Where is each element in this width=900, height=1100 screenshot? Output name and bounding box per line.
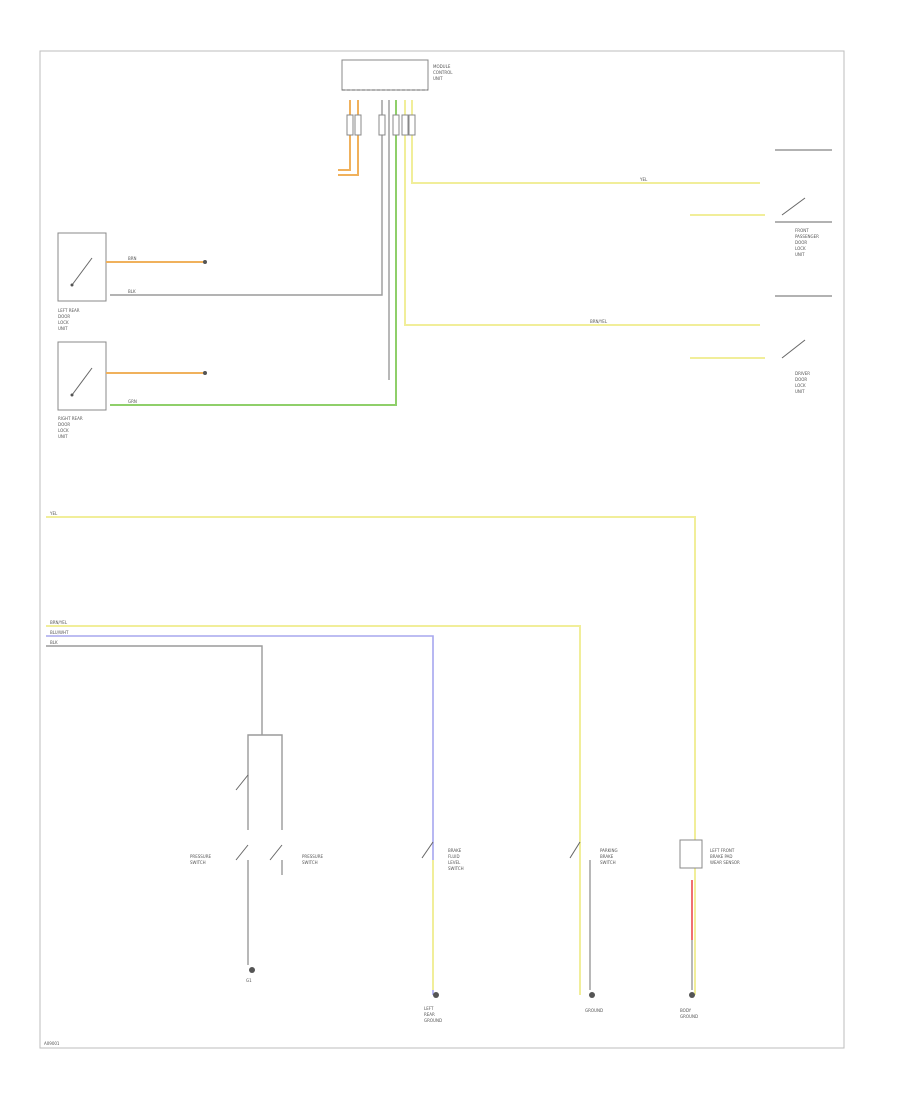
bus-blue (46, 635, 434, 995)
wire-green-1 (110, 100, 397, 406)
control-module: MODULE CONTROL UNIT (341, 59, 453, 91)
bottom-comp-0-0: PRESSURE (190, 854, 212, 859)
wire-code-4: BRN/YEL (590, 319, 608, 324)
wire-yellow-2 (404, 100, 760, 326)
bottom-comp-3-1: BRAKE (600, 854, 614, 859)
bottom-comp-4-0: LEFT FRONT (710, 848, 735, 853)
brake-pad-wear-sensor: LEFT FRONT BRAKE PAD WEAR SENSOR BODY GR… (679, 839, 740, 1019)
ground-name-3: GROUND (585, 1008, 603, 1013)
bus-label-3: BRN/YEL (50, 620, 68, 625)
ground-name-2: GROUND (424, 1018, 442, 1023)
module-label-0: MODULE (433, 64, 451, 69)
right-top-label-4: UNIT (795, 252, 805, 257)
bottom-comp-4-2: WEAR SENSOR (710, 860, 740, 865)
right-bottom-label-1: DOOR (795, 377, 807, 382)
right-rear-door-lock-unit: RIGHT REAR DOOR LOCK UNIT (57, 341, 107, 439)
brake-fluid-level-switch: BRAKE FLUID LEVEL SWITCH LEFT REAR GROUN… (421, 841, 464, 1023)
left-bottom-label-0: RIGHT REAR (58, 416, 83, 421)
bottom-comp-1-1: SWITCH (302, 860, 318, 865)
wire-yellow-1 (411, 100, 760, 184)
right-top-label-0: FRONT (795, 228, 809, 233)
left-top-label-0: LEFT REAR (58, 308, 80, 313)
bottom-comp-2-3: SWITCH (448, 866, 464, 871)
right-top-label-1: PASSENGER (795, 234, 819, 239)
left-bottom-label-3: UNIT (58, 434, 68, 439)
wire-orange-2 (338, 100, 359, 176)
wire-code-0: BRN (128, 256, 137, 261)
left-top-label-2: LOCK (58, 320, 69, 325)
ground-name-1: REAR (424, 1012, 435, 1017)
left-bottom-label-2: LOCK (58, 428, 69, 433)
bottom-comp-0-1: SWITCH (190, 860, 206, 865)
left-top-label-3: UNIT (58, 326, 68, 331)
bus-black (46, 645, 263, 720)
wire-code-1: BLK (128, 289, 136, 294)
left-bottom-label-1: DOOR (58, 422, 70, 427)
bus-label-1: BLU/WHT (50, 630, 69, 635)
ground-name-0: LEFT (424, 1006, 434, 1011)
right-bottom-label-2: LOCK (795, 383, 806, 388)
ground-name-5: GROUND (680, 1014, 698, 1019)
wire-code-3: YEL (639, 177, 648, 182)
bottom-comp-3-2: SWITCH (600, 860, 616, 865)
bottom-comp-2-0: BRAKE (448, 848, 462, 853)
module-label-2: UNIT (433, 76, 443, 81)
right-bottom-label-0: DRIVER (795, 371, 810, 376)
ground-label-0: G1 (246, 978, 252, 983)
front-passenger-door-lock-unit: FRONT PASSENGER DOOR LOCK UNIT (775, 149, 832, 257)
bottom-comp-2-2: LEVEL (448, 860, 461, 865)
bottom-comp-1-0: PRESSURE (302, 854, 324, 859)
ground-name-4: BODY (680, 1008, 692, 1013)
right-top-label-3: LOCK (795, 246, 806, 251)
pressure-switch-group: PRESSURE SWITCH PRESSURE SWITCH G1 (190, 720, 324, 983)
bus-label-0: YEL (49, 511, 58, 516)
driver-door-lock-unit: DRIVER DOOR LOCK UNIT (775, 295, 832, 394)
left-rear-door-lock-unit: LEFT REAR DOOR LOCK UNIT (57, 232, 107, 331)
corner-label: A09001 (44, 1041, 60, 1046)
left-top-label-1: DOOR (58, 314, 70, 319)
module-label-1: CONTROL (433, 70, 453, 75)
module-connector-marks (346, 114, 416, 136)
bottom-comp-3-0: PARKING (600, 848, 618, 853)
right-bottom-label-3: UNIT (795, 389, 805, 394)
bus-label-2: BLK (50, 640, 58, 645)
diagram-frame (39, 50, 845, 1049)
right-top-label-2: DOOR (795, 240, 807, 245)
bus-yellow-2 (46, 625, 581, 995)
bottom-comp-2-1: FLUID (448, 854, 460, 859)
parking-brake-switch: PARKING BRAKE SWITCH GROUND (569, 841, 618, 1013)
wire-black-1 (110, 100, 383, 296)
bottom-comp-4-1: BRAKE PAD (710, 854, 733, 859)
bus-yellow (46, 516, 696, 995)
wire-code-2: GRN (128, 399, 137, 404)
